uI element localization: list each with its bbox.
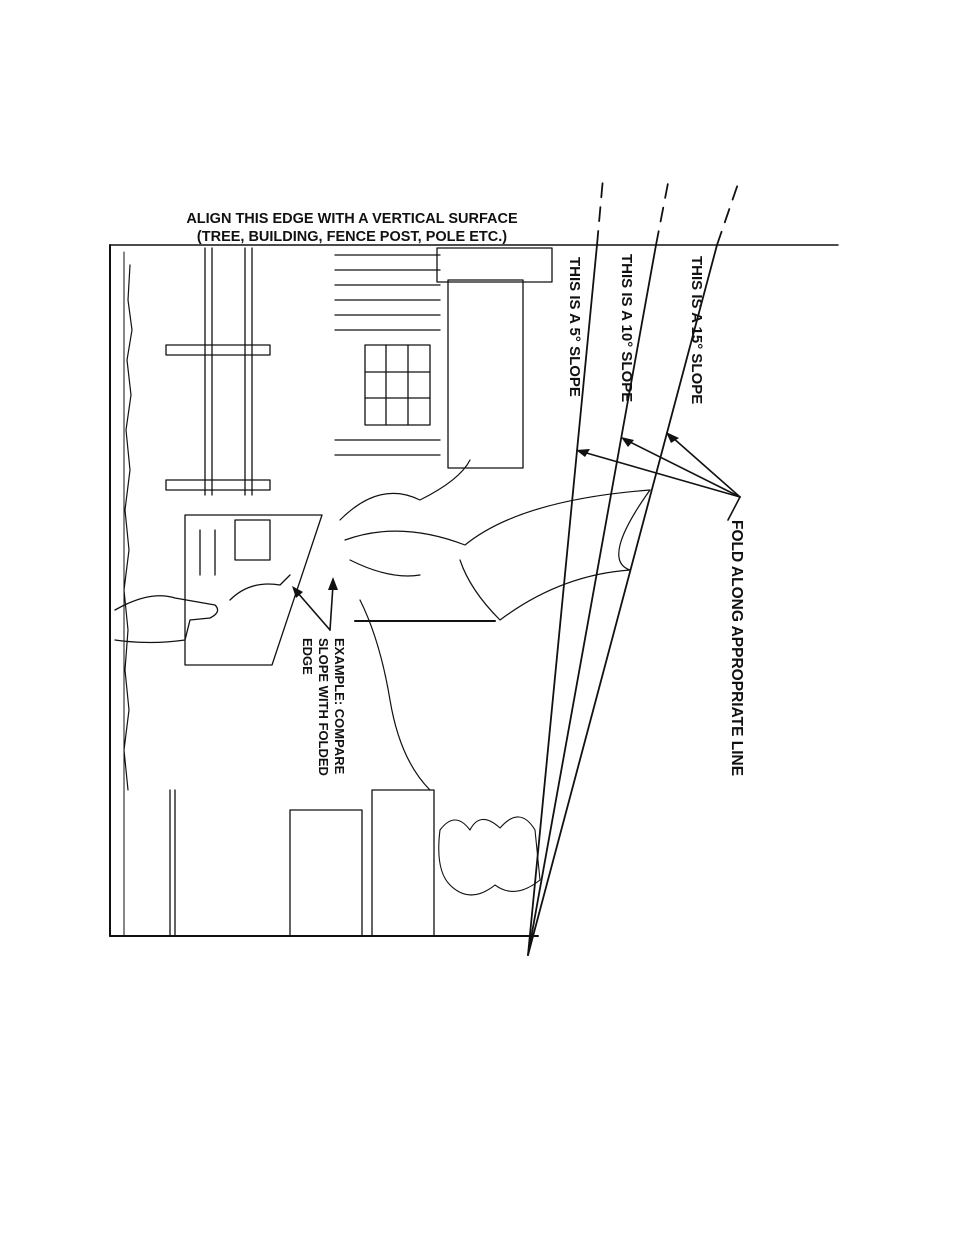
fold-instruction: FOLD ALONG APPROPRIATE LINE xyxy=(728,520,745,776)
example-line-1: EXAMPLE: COMPARE xyxy=(332,638,347,775)
slope-line-5 xyxy=(527,244,598,956)
illustration-frame xyxy=(109,244,539,937)
fence xyxy=(165,247,271,496)
fold-arrows xyxy=(576,432,741,521)
tree xyxy=(339,459,651,791)
example-line-2: SLOPE WITH FOLDED xyxy=(316,638,331,776)
shed xyxy=(169,789,435,937)
header-line-2: (TREE, BUILDING, FENCE POST, POLE ETC.) xyxy=(197,229,507,245)
slope-line-15 xyxy=(527,244,718,956)
house xyxy=(334,247,553,469)
slope-label-15: THIS IS A 15° SLOPE xyxy=(688,256,705,404)
slope-label-10: THIS IS A 10° SLOPE xyxy=(618,254,635,402)
hand-holding-card xyxy=(114,514,323,666)
slope-label-5: THIS IS A 5° SLOPE xyxy=(566,257,583,397)
example-arrows xyxy=(292,577,338,631)
slope-lines xyxy=(527,177,741,956)
slope-line-10 xyxy=(527,244,657,956)
header-line-1: ALIGN THIS EDGE WITH A VERTICAL SURFACE xyxy=(186,211,518,227)
ground-edge-texture xyxy=(123,264,133,791)
example-line-3: EDGE xyxy=(300,638,315,675)
bushes xyxy=(438,816,541,896)
